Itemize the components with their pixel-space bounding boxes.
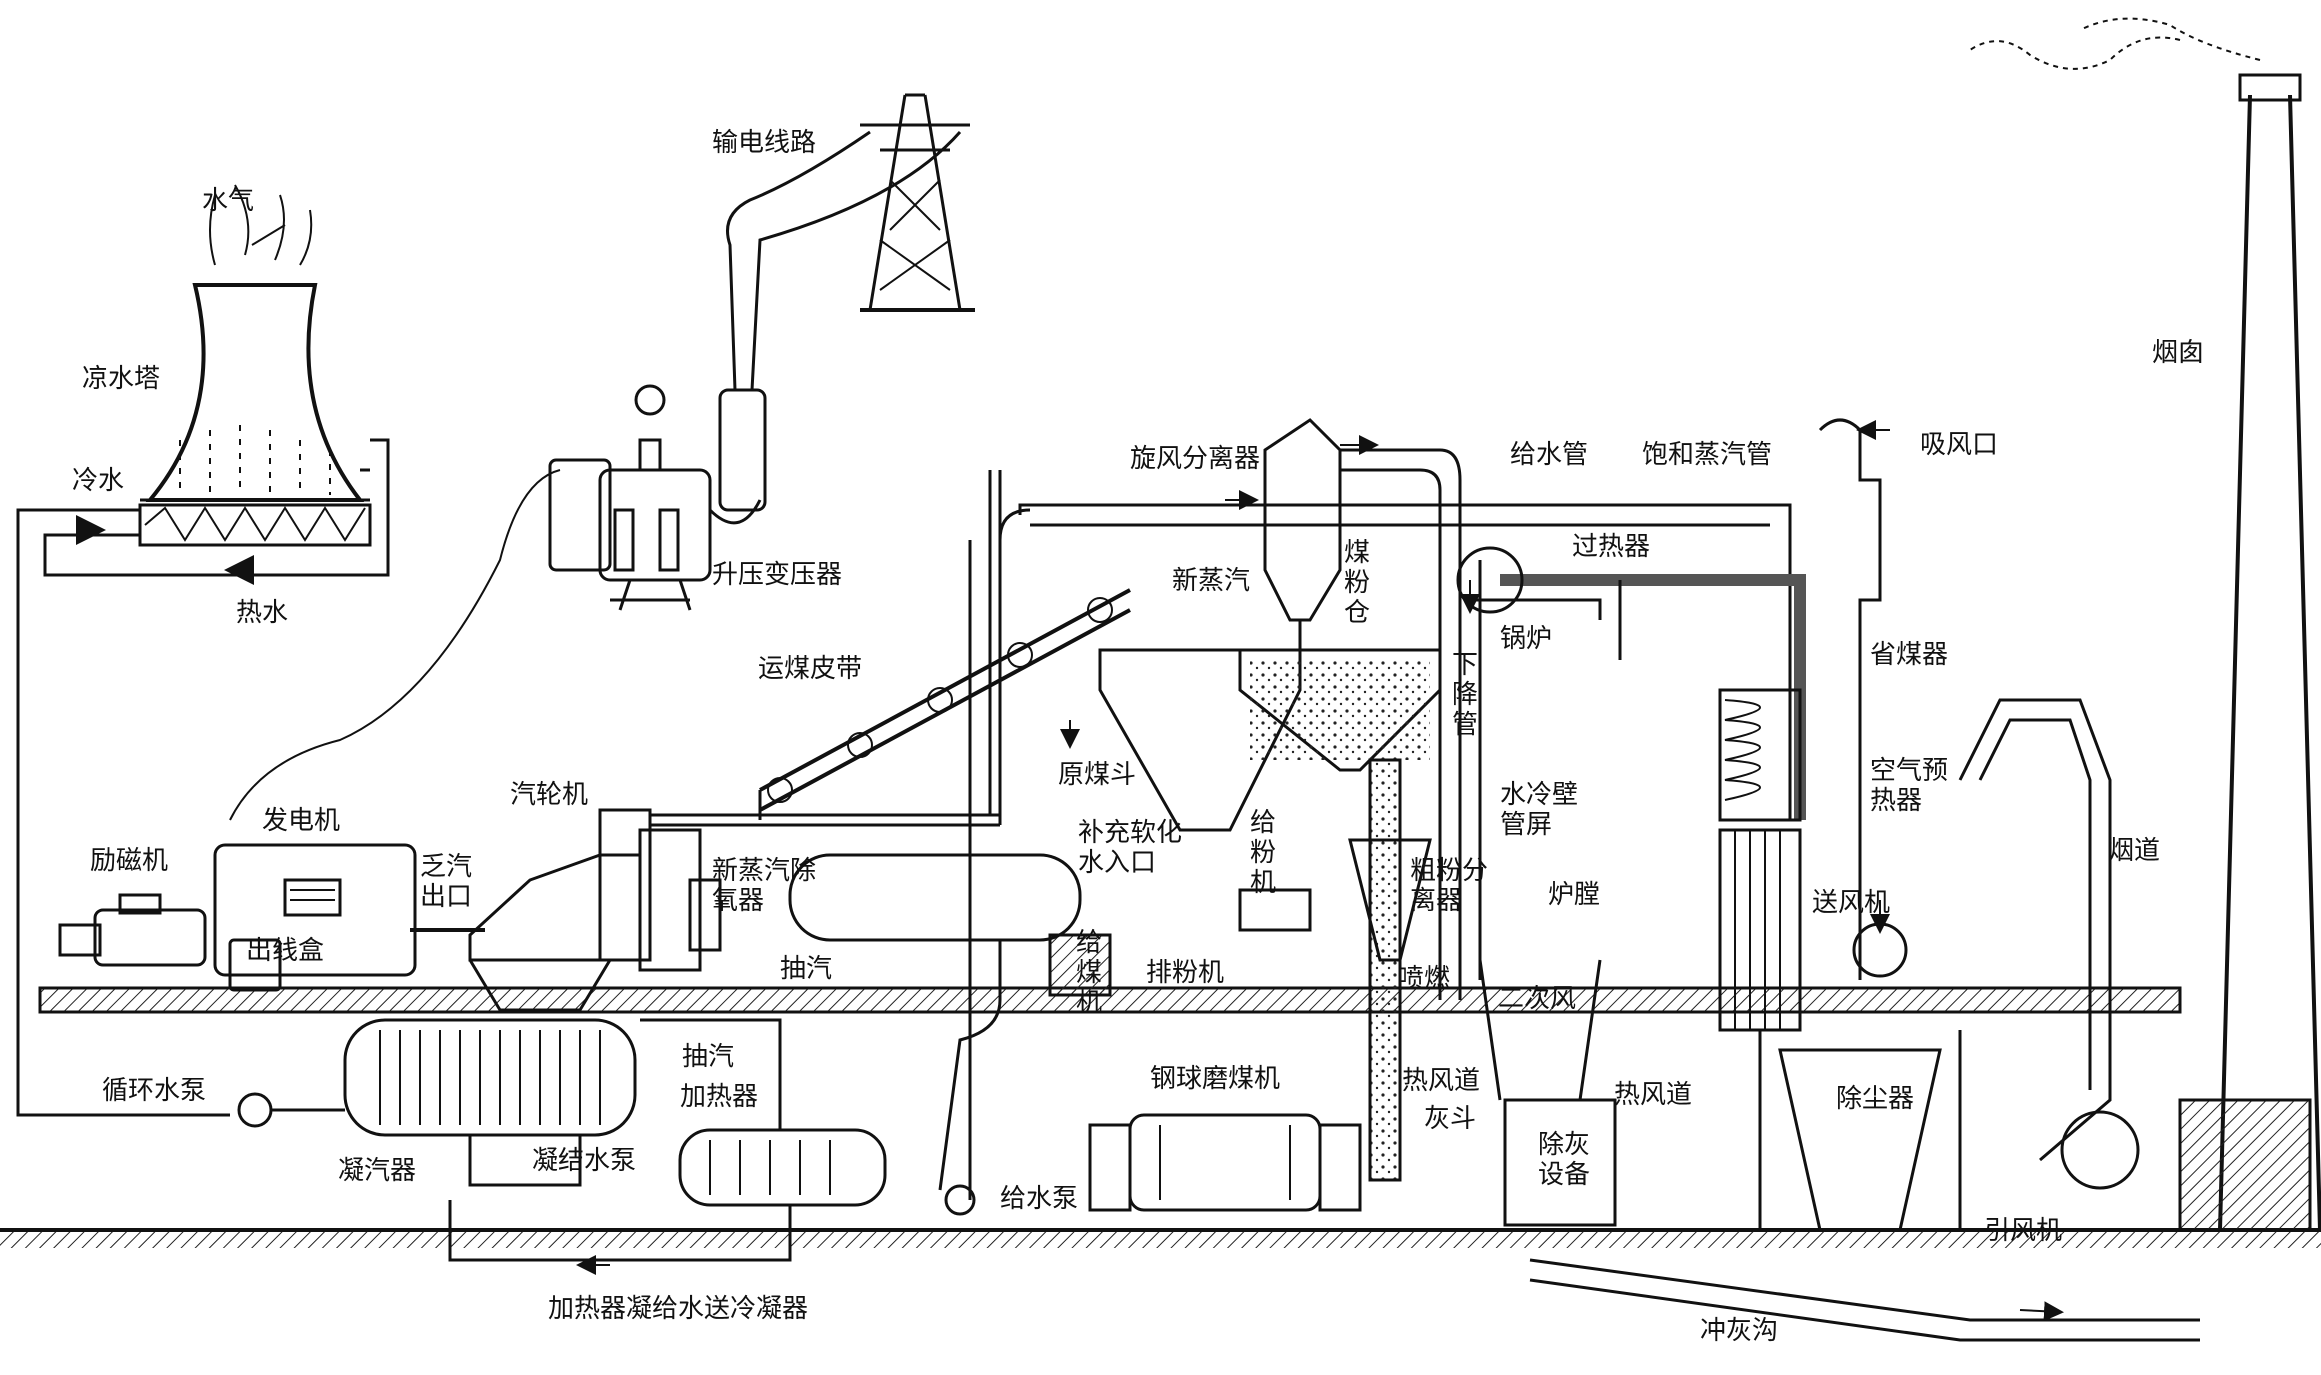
label-coarse-powder-separator: 粗粉分离器 xyxy=(1410,856,1489,916)
label-superheater: 过热器 xyxy=(1572,532,1651,562)
label-turbine: 汽轮机 xyxy=(510,780,589,810)
air-preheater xyxy=(1718,418,1908,1032)
label-burner: 喷燃 xyxy=(1398,964,1451,994)
ash-trench xyxy=(1529,1258,2200,1342)
label-air-intake: 吸风口 xyxy=(1920,430,1999,460)
dust-collector xyxy=(1758,1030,1962,1232)
cooling-water-loop xyxy=(16,438,390,1117)
label-coal-conveyor: 运煤皮带 xyxy=(758,654,863,684)
operating-floor xyxy=(38,933,2182,1014)
pulverized-coal-bin xyxy=(1238,648,1442,1182)
label-coal-feeder: 给煤机 xyxy=(1075,928,1102,1018)
label-ash-hopper: 灰斗 xyxy=(1424,1104,1477,1134)
label-new-steam-top: 新蒸汽 xyxy=(1172,566,1251,596)
label-hot-water: 热水 xyxy=(236,598,289,628)
steam-piping xyxy=(968,508,1622,1200)
label-exciter: 励磁机 xyxy=(90,846,169,876)
transmission-tower xyxy=(726,93,975,391)
label-induced-draft-fan: 引风机 xyxy=(1984,1216,2063,1246)
label-condensate-pump: 凝结水泵 xyxy=(532,1146,637,1176)
label-cooling-tower: 凉水塔 xyxy=(82,364,161,394)
label-heater-drain: 加热器凝给水送冷凝器 xyxy=(548,1294,809,1324)
coal-conveyor xyxy=(758,588,1131,820)
label-chimney: 烟囱 xyxy=(2152,338,2205,368)
heater xyxy=(448,1018,887,1262)
label-heater: 加热器 xyxy=(680,1082,759,1112)
furnace-bottom xyxy=(1478,959,1617,1227)
chimney xyxy=(1969,17,2321,1232)
label-ash-removal: 除灰设备 xyxy=(1537,1130,1590,1190)
label-downcomer: 下降管 xyxy=(1451,650,1478,740)
label-exhaust-outlet: 乏汽出口 xyxy=(420,852,473,912)
label-furnace: 炉膛 xyxy=(1548,880,1601,910)
label-coal-powder-feeder: 给粉机 xyxy=(1249,808,1276,898)
label-air-preheater: 空气预热器 xyxy=(1870,756,1949,816)
ground xyxy=(0,1228,2321,1248)
deaerator xyxy=(788,853,1082,1216)
label-powder-exhaust-fan: 排粉机 xyxy=(1146,958,1225,988)
label-feed-pump: 给水泵 xyxy=(1000,1184,1079,1214)
label-outlet-box: 出线盒 xyxy=(246,936,325,966)
label-saturated-steam-pipe: 饱和蒸汽管 xyxy=(1642,440,1773,470)
label-new-steam-deaerator: 新蒸汽除氧器 xyxy=(712,856,817,916)
generator-group xyxy=(58,843,485,992)
label-boiler: 锅炉 xyxy=(1500,624,1553,654)
label-ball-mill: 钢球磨煤机 xyxy=(1150,1064,1281,1094)
label-secondary-air: 二次风 xyxy=(1498,984,1577,1014)
label-flue: 烟道 xyxy=(2108,836,2161,866)
label-raw-coal-hopper: 原煤斗 xyxy=(1058,760,1137,790)
label-generator: 发电机 xyxy=(262,806,341,836)
label-extraction-steam-1: 抽汽 xyxy=(780,954,833,984)
cooling-tower xyxy=(138,184,372,547)
flow-arrows xyxy=(576,420,2064,1322)
ball-mill xyxy=(1088,1113,1362,1212)
label-circulating-pump: 循环水泵 xyxy=(102,1076,207,1106)
label-makeup-water-inlet: 补充软化水入口 xyxy=(1078,818,1183,878)
label-forced-draft-fan: 送风机 xyxy=(1812,888,1891,918)
label-extraction-steam-2: 抽汽 xyxy=(682,1042,735,1072)
step-up-transformer xyxy=(229,384,767,821)
flue-duct xyxy=(1958,698,2140,1190)
label-step-up-transformer: 升压变压器 xyxy=(712,560,843,590)
condenser xyxy=(237,1018,637,1187)
label-ash-trench: 冲灰沟 xyxy=(1700,1316,1779,1346)
label-economizer: 省煤器 xyxy=(1870,640,1949,670)
label-feedwater-pipe: 给水管 xyxy=(1510,440,1589,470)
label-pulverized-coal-bin: 煤粉仓 xyxy=(1343,538,1370,628)
label-power-line: 输电线路 xyxy=(712,128,817,158)
label-dust-collector: 除尘器 xyxy=(1836,1084,1915,1114)
label-cyclone-separator: 旋风分离器 xyxy=(1130,444,1261,474)
label-waterwall-panel: 水冷壁管屏 xyxy=(1500,780,1579,840)
label-vapor: 水气 xyxy=(202,186,255,216)
label-condenser: 凝汽器 xyxy=(338,1156,417,1186)
economizer xyxy=(1718,688,1802,822)
label-cold-water: 冷水 xyxy=(72,466,125,496)
label-hot-air-duct-1: 热风道 xyxy=(1402,1066,1481,1096)
cyclone-separator xyxy=(1263,418,1462,1000)
label-hot-air-duct-2: 热风道 xyxy=(1614,1080,1693,1110)
